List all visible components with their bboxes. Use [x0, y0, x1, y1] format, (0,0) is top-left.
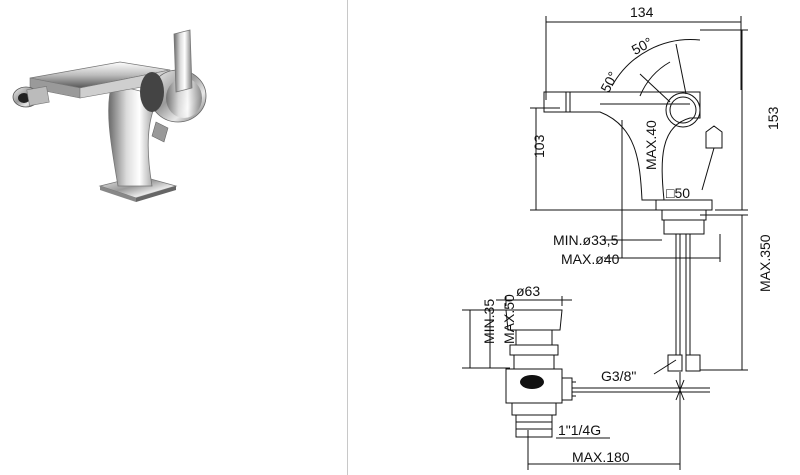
dim-angle-upper: 50° [629, 34, 655, 58]
dim-width-top: 134 [630, 4, 654, 20]
dim-thread: G3/8" [601, 368, 636, 384]
dim-hole-max: MAX.ø40 [561, 251, 620, 267]
panel-divider [347, 0, 348, 475]
dim-waste-min: MIN.35 [481, 299, 497, 344]
dim-angle-left: 50° [597, 69, 621, 95]
dim-waste-diameter: ø63 [516, 283, 540, 299]
dim-waste-max: MAX.50 [501, 294, 517, 344]
product-photo [12, 29, 207, 202]
dim-spout-height: 103 [531, 134, 547, 158]
dim-rod-max: MAX.180 [572, 449, 630, 465]
dim-deck-max: MAX.40 [643, 120, 659, 170]
dim-height-total: 153 [765, 106, 781, 130]
dim-hole-min: MIN.ø33,5 [553, 232, 619, 248]
dim-hose-max: MAX.350 [757, 234, 773, 292]
dim-base-square: □50 [666, 185, 690, 201]
dim-waste-thread: 1"1/4G [558, 422, 601, 438]
